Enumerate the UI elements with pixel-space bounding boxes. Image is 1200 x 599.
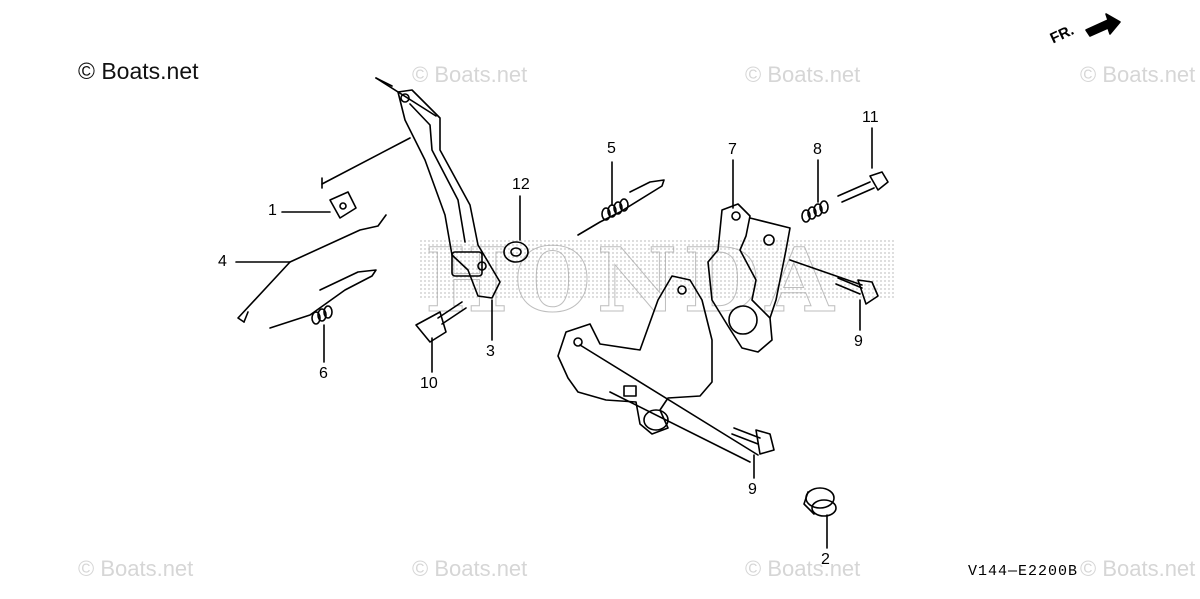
callout-1[interactable]: 1: [268, 202, 277, 219]
callout-10[interactable]: 10: [420, 375, 438, 392]
watermark: © Boats.net: [745, 556, 861, 581]
callout-9[interactable]: 9: [854, 333, 863, 350]
watermark: © Boats.net: [1080, 556, 1196, 581]
callout-5[interactable]: 5: [607, 140, 616, 157]
watermark: © Boats.net: [412, 62, 528, 87]
callout-9[interactable]: 9: [748, 481, 757, 498]
callout-11[interactable]: 11: [862, 109, 879, 126]
callout-4[interactable]: 4: [218, 253, 227, 270]
watermark: © Boats.net: [412, 556, 528, 581]
callout-2[interactable]: 2: [821, 551, 830, 568]
callout-3[interactable]: 3: [486, 343, 495, 360]
callout-7[interactable]: 7: [728, 141, 737, 158]
watermark: © Boats.net: [1080, 62, 1196, 87]
callout-12[interactable]: 12: [512, 176, 530, 193]
copyright-mark: © Boats.net: [78, 58, 199, 84]
callout-6[interactable]: 6: [319, 365, 328, 382]
callout-8[interactable]: 8: [813, 141, 822, 158]
diagram-code: V144—E2200B: [968, 563, 1079, 580]
watermark: © Boats.net: [78, 556, 194, 581]
watermark: © Boats.net: [745, 62, 861, 87]
